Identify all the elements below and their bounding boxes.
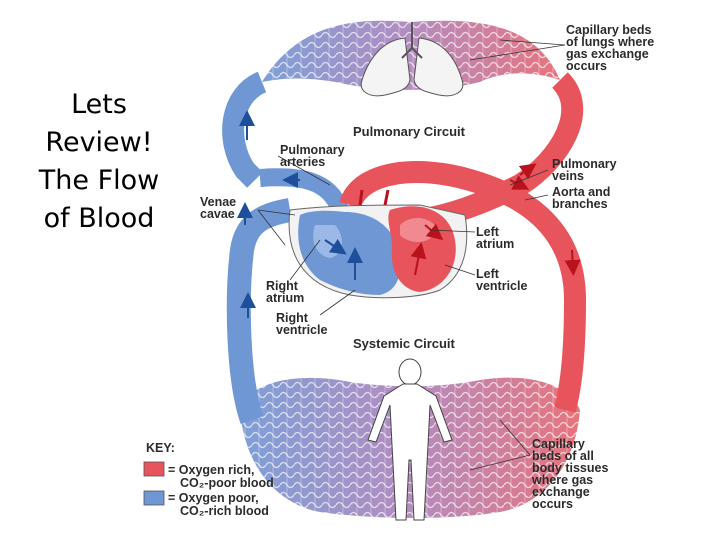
- label-pulmonary-veins: Pulmonary: [552, 157, 617, 171]
- slide-title: Lets Review! The Flow of Blood: [14, 86, 184, 238]
- label-capillary-lungs: Capillary beds: [566, 23, 651, 37]
- heart: [288, 189, 468, 299]
- label-pulmonary-arteries: Pulmonary: [280, 143, 345, 157]
- label-right-atrium: Right: [266, 279, 299, 293]
- human-body-icon: [367, 358, 453, 521]
- legend-title: KEY:: [146, 441, 175, 455]
- leader-lines: [257, 39, 566, 471]
- left-heart: [388, 206, 456, 292]
- label-capillary-body: exchange: [532, 485, 590, 499]
- label-capillary-lungs: occurs: [566, 59, 607, 73]
- legend-label-oxygen-poor: CO₂-rich blood: [180, 504, 269, 518]
- label-venae-cavae: Venae: [200, 195, 236, 209]
- label-aorta: branches: [552, 197, 608, 211]
- label-pulmonary-veins: veins: [552, 169, 584, 183]
- label-capillary-lungs: gas exchange: [566, 47, 649, 61]
- label-capillary-body: where gas: [531, 473, 593, 487]
- legend-swatch-oxygen-rich: [143, 461, 165, 477]
- title-line: Lets: [71, 89, 127, 120]
- lungs-icon: [360, 22, 464, 97]
- label-right-ventricle: Right: [276, 311, 309, 325]
- label-capillary-body: body tissues: [532, 461, 608, 475]
- legend: KEY: = Oxygen rich, CO₂-poor blood = Oxy…: [143, 441, 274, 518]
- label-capillary-body: Capillary: [532, 437, 585, 451]
- title-line: Review!: [45, 127, 153, 158]
- legend-label-oxygen-poor: = Oxygen poor,: [168, 491, 259, 505]
- label-capillary-body: beds of all: [532, 449, 594, 463]
- label-capillary-body: occurs: [532, 497, 573, 511]
- label-venae-cavae: cavae: [200, 207, 235, 221]
- label-right-ventricle: ventricle: [276, 323, 327, 337]
- title-line: of Blood: [43, 203, 155, 234]
- right-heart: [298, 210, 400, 295]
- label-left-atrium: atrium: [476, 237, 514, 251]
- label-left-ventricle: ventricle: [476, 279, 527, 293]
- label-right-atrium: atrium: [266, 291, 304, 305]
- label-left-atrium: Left: [476, 225, 500, 239]
- label-pulmonary-arteries: arteries: [280, 155, 325, 169]
- legend-swatch-oxygen-poor: [143, 490, 165, 506]
- legend-label-oxygen-rich: CO₂-poor blood: [180, 476, 274, 490]
- pulmonary-artery-vessel: [259, 168, 349, 214]
- label-capillary-lungs: of lungs where: [566, 35, 654, 49]
- legend-label-oxygen-rich: = Oxygen rich,: [168, 463, 255, 477]
- label-pulmonary-circuit: Pulmonary Circuit: [353, 124, 466, 139]
- diagram-labels: Capillary beds of lungs where gas exchan…: [200, 23, 654, 511]
- venae-cavae-vessel: [222, 71, 293, 424]
- lung-capillary-bed: [262, 20, 560, 90]
- label-aorta: Aorta and: [552, 185, 610, 199]
- label-left-ventricle: Left: [476, 267, 500, 281]
- title-line: The Flow: [38, 165, 160, 196]
- label-systemic-circuit: Systemic Circuit: [353, 336, 456, 351]
